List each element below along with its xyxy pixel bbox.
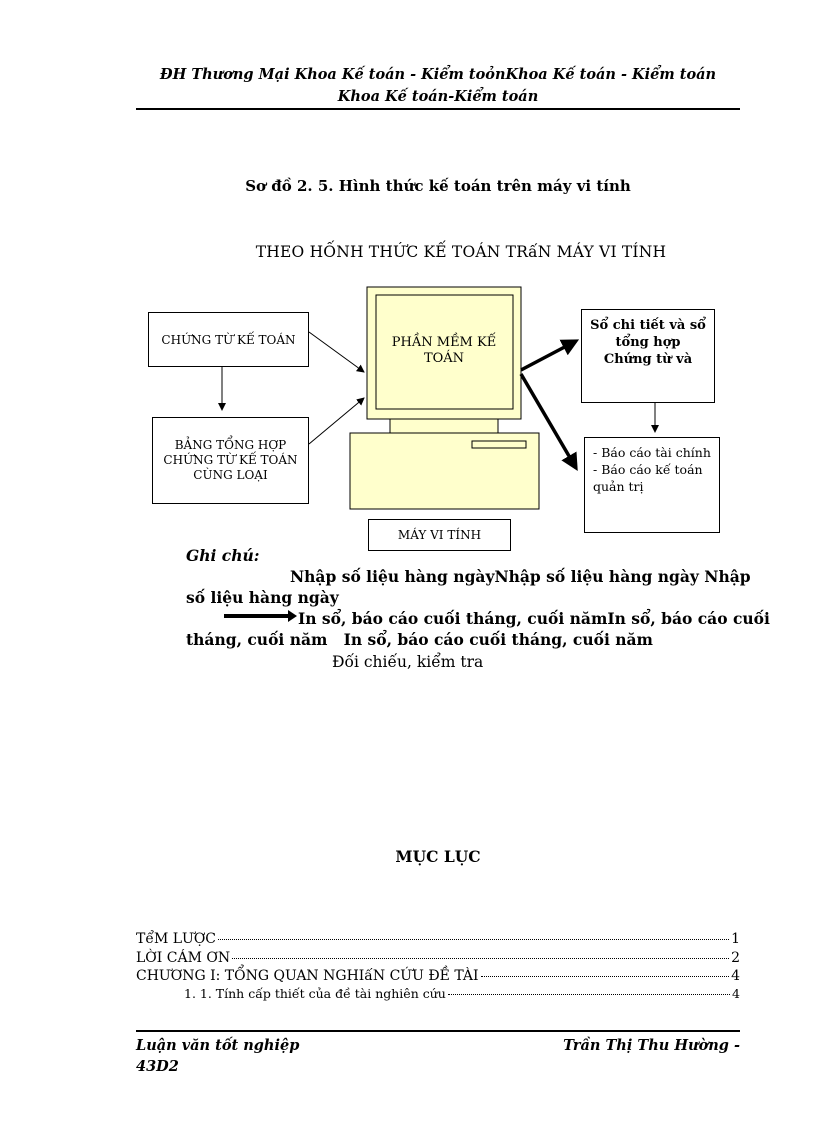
accounting-diagram: CHỨNG TỪ KẾ TOÁN BẢNG TỔNG HỢP CHỨNG TỪ … <box>0 0 816 560</box>
toc-title: MỤC LỤC <box>395 847 481 866</box>
diagram-arrows <box>218 286 659 510</box>
box-bang-tong-hop: BẢNG TỔNG HỢP CHỨNG TỪ KẾ TOÁN CÙNG LOẠI <box>152 417 309 504</box>
monitor-stand <box>389 418 499 434</box>
legend-item-2b: tháng, cuối năm In sổ, báo cáo cuối thán… <box>186 630 653 649</box>
toc-entry[interactable]: CHƯƠNG I: TỔNG QUAN NGHIấN CỨU ĐỀ TÀI 4 <box>136 968 740 984</box>
legend-thick-arrow-shaft <box>224 614 292 618</box>
toc-entry-label: TểM LƯỢC <box>136 931 217 947</box>
footer-left-line-2: 43D2 <box>136 1058 179 1075</box>
toc-leader <box>480 976 730 977</box>
toc-entry[interactable]: 1. 1. Tính cấp thiết của đề tài nghiên c… <box>136 986 740 1001</box>
footer-left-line-1: Luận văn tốt nghiệp <box>136 1037 300 1054</box>
box-bang-tong-hop-label: BẢNG TỔNG HỢP CHỨNG TỪ KẾ TOÁN CÙNG LOẠI <box>163 438 298 482</box>
phan-mem-ke-toan-label: PHẦN MỀM KẾ TOÁN <box>391 335 497 366</box>
box-may-vi-tinh-label: MÁY VI TÍNH <box>397 528 482 542</box>
monitor-screen <box>375 294 514 410</box>
toc-entry-page: 4 <box>732 986 740 1001</box>
toc-entry-label: 1. 1. Tính cấp thiết của đề tài nghiên c… <box>184 986 446 1001</box>
toc-leader <box>232 958 730 959</box>
figure-subtitle: THEO HỐNH THỨC KẾ TOÁN TRấN MÁY VI TÍNH <box>255 243 667 261</box>
box-chung-tu-ke-toan: CHỨNG TỪ KẾ TOÁN <box>148 312 309 367</box>
figure-caption: Sơ đồ 2. 5. Hình thức kế toán trên máy v… <box>245 177 631 195</box>
footer-rule <box>136 1030 740 1032</box>
header-rule <box>136 108 740 110</box>
toc-entry-page: 1 <box>731 931 740 947</box>
box-bao-cao: - Báo cáo tài chính - Báo cáo kế toán qu… <box>584 437 720 533</box>
footer-right: Trần Thị Thu Hường - <box>563 1037 740 1054</box>
box-chung-tu-label: CHỨNG TỪ KẾ TOÁN <box>161 332 296 347</box>
toc-leader <box>218 939 730 940</box>
legend-item-3: Đối chiếu, kiểm tra <box>332 653 484 671</box>
toc-entry-page: 2 <box>731 950 740 966</box>
box-so-chi-tiet-label: Sổ chi tiết và sổ tổng hợp Chứng từ và <box>590 318 706 367</box>
legend-item-2a: In sổ, báo cáo cuối tháng, cuối nămIn sổ… <box>298 609 770 628</box>
toc-entry-label: LỜI CÁM ƠN <box>136 950 231 966</box>
toc-entry[interactable]: TểM LƯỢC 1 <box>136 931 740 947</box>
toc-leader <box>447 994 731 995</box>
legend-item-1a: Nhập số liệu hàng ngàyNhập số liệu hàng … <box>290 567 751 586</box>
header-line-1: ĐH Thương Mại Khoa Kế toán - Kiểm toỏnKh… <box>159 66 717 83</box>
box-may-vi-tinh: MÁY VI TÍNH <box>368 519 511 551</box>
box-so-chi-tiet: Sổ chi tiết và sổ tổng hợp Chứng từ và <box>581 309 715 403</box>
disk-drive <box>471 440 527 449</box>
toc-entry[interactable]: LỜI CÁM ƠN 2 <box>136 950 740 966</box>
legend-label: Ghi chú: <box>186 546 260 565</box>
legend-thick-arrow-head <box>288 610 297 622</box>
header-line-2: Khoa Kế toán-Kiểm toán <box>337 88 539 105</box>
toc-entry-page: 4 <box>731 968 740 984</box>
box-bao-cao-label: - Báo cáo tài chính - Báo cáo kế toán qu… <box>593 445 711 494</box>
toc-entry-label: CHƯƠNG I: TỔNG QUAN NGHIấN CỨU ĐỀ TÀI <box>136 968 479 984</box>
legend-item-1b: số liệu hàng ngày <box>186 588 339 607</box>
